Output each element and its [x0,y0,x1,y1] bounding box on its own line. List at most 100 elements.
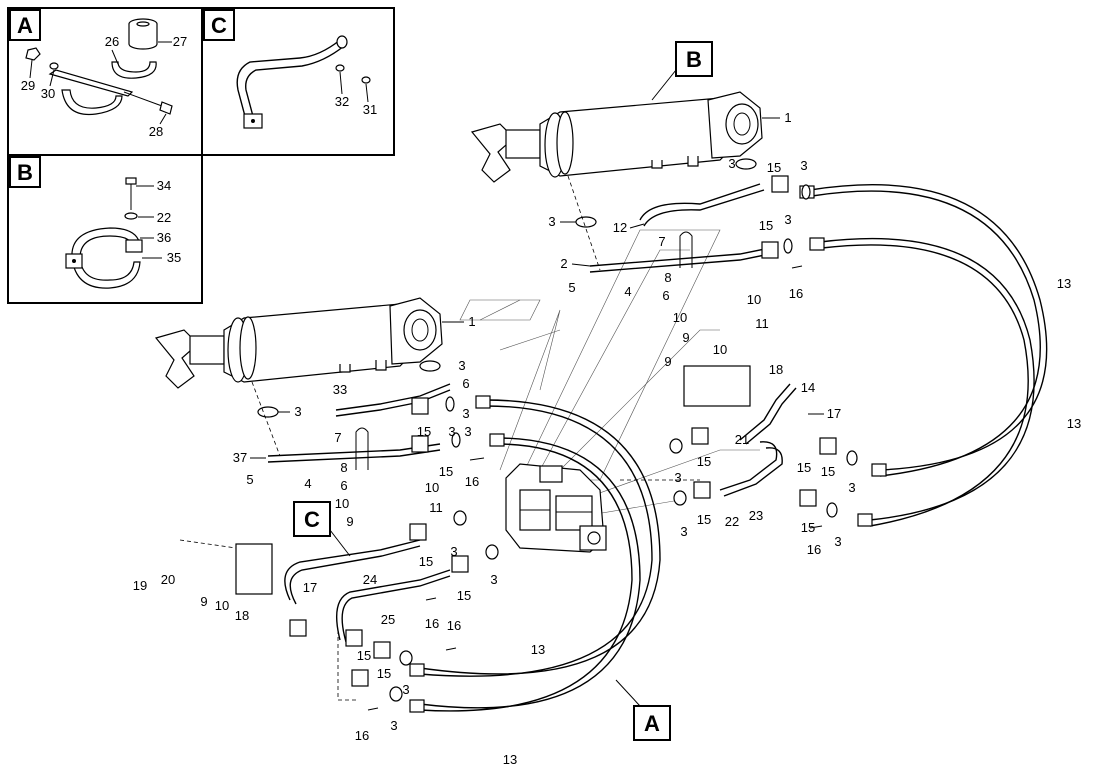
part-label-3-q: 3 [390,718,397,733]
part-label-11-a: 11 [755,316,769,331]
part-label-16-d: 16 [425,616,439,631]
part-label-6-b: 6 [662,288,669,303]
part-label-8-b: 8 [340,460,347,475]
part-label-3-e: 3 [458,358,465,373]
part-label-14: 14 [801,380,815,395]
part-label-5-upper: 5 [568,280,575,295]
part-label-10-c: 10 [713,342,727,357]
detail-panel-c: C [201,7,395,156]
part-label-24: 24 [363,572,377,587]
upper-cylinder [470,91,763,183]
part-label-13-a: 13 [1057,276,1071,291]
part-label-3-k: 3 [680,524,687,539]
part-label-15-h: 15 [821,464,835,479]
part-label-18-a: 18 [769,362,783,377]
detail-panel-b: B [7,154,203,304]
part-label-9-a: 9 [682,330,689,345]
part-label-10-f: 10 [215,598,229,613]
part-label-28: 28 [149,124,163,139]
part-label-35: 35 [167,250,181,265]
part-label-6-c: 6 [340,478,347,493]
part-label-3-g: 3 [462,406,469,421]
part-label-15-l: 15 [357,648,371,663]
part-label-2: 2 [560,256,567,271]
panel-label-b: B [17,160,33,185]
part-label-3-a: 3 [728,156,735,171]
part-label-7-b: 7 [334,430,341,445]
part-label-27: 27 [173,34,187,49]
part-label-9-c: 9 [346,514,353,529]
part-label-32: 32 [335,94,349,109]
callout-a: A [615,679,671,741]
part-label-13-c: 13 [531,642,545,657]
part-label-6-a: 6 [462,376,469,391]
part-label-29: 29 [21,78,35,93]
part-label-21: 21 [735,432,749,447]
part-label-36: 36 [157,230,171,245]
part-label-1-upper: 1 [784,110,791,125]
part-label-4-lower: 4 [304,476,311,491]
part-label-10-d: 10 [425,480,439,495]
part-label-18-b: 18 [235,608,249,623]
part-label-3-n: 3 [450,544,457,559]
part-label-33: 33 [333,382,347,397]
control-valve [505,463,607,553]
part-label-15-c: 15 [417,424,431,439]
part-label-12: 12 [613,220,627,235]
part-label-10-a: 10 [747,292,761,307]
pipes-and-fittings [179,158,858,711]
part-label-17-b: 17 [303,580,317,595]
part-label-15-j: 15 [419,554,433,569]
callout-a-label: A [644,711,660,736]
part-label-16-c: 16 [807,542,821,557]
part-label-3-l: 3 [848,480,855,495]
part-label-17-a: 17 [827,406,841,421]
part-label-3-c: 3 [800,158,807,173]
part-label-13-b: 13 [1067,416,1081,431]
part-label-15-a: 15 [767,160,781,175]
panel-label-a: A [17,13,33,38]
part-label-9-b: 9 [664,354,671,369]
part-label-31: 31 [363,102,377,117]
part-label-13-d: 13 [503,752,517,767]
part-label-22-main: 22 [725,514,739,529]
part-label-3-j: 3 [674,470,681,485]
part-label-10-e: 10 [335,496,349,511]
part-label-15-d: 15 [439,464,453,479]
part-label-16-a: 16 [789,286,803,301]
part-label-15-i: 15 [801,520,815,535]
part-label-10-b: 10 [673,310,687,325]
callout-b: B [651,41,713,101]
part-label-15-e: 15 [697,454,711,469]
part-label-3-i: 3 [448,424,455,439]
part-label-5-lower: 5 [246,472,253,487]
part-label-16-e: 16 [447,618,461,633]
part-label-20: 20 [161,572,175,587]
part-label-34: 34 [157,178,171,193]
part-label-3-h: 3 [464,424,471,439]
part-label-9-d: 9 [200,594,207,609]
part-label-30: 30 [41,86,55,101]
part-label-3-b: 3 [548,214,555,229]
part-label-3-m: 3 [834,534,841,549]
part-label-15-k: 15 [457,588,471,603]
part-label-15-b: 15 [759,218,773,233]
panel-label-c: C [211,13,227,38]
part-label-19: 19 [133,578,147,593]
part-label-15-g: 15 [797,460,811,475]
part-label-16-f: 16 [355,728,369,743]
part-label-16-b: 16 [465,474,479,489]
part-label-22: 22 [157,210,171,225]
part-label-3-p: 3 [402,682,409,697]
detail-panel-a: A [7,7,203,156]
part-label-1-lower: 1 [468,314,475,329]
part-number-labels: 26 27 29 30 28 32 31 34 22 36 35 1 1 3 3… [21,34,1081,767]
part-label-3-f: 3 [294,404,301,419]
part-label-37: 37 [233,450,247,465]
callout-c: C [293,501,351,557]
callout-b-label: B [686,47,702,72]
lower-cylinder [154,297,443,389]
part-label-3-d: 3 [784,212,791,227]
